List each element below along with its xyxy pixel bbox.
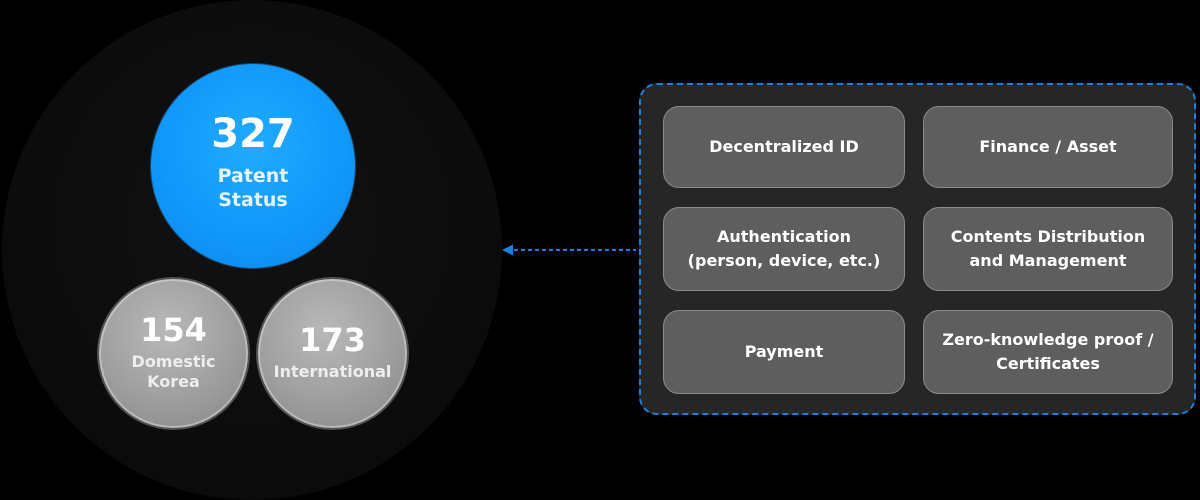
category-contents-distribution: Contents Distribution and Management [923,207,1173,291]
international-value: 173 [299,320,366,359]
domestic-value: 154 [140,310,207,349]
international-label: International [273,361,392,381]
patent-total-label: Patent Status [217,165,289,211]
patent-status-bubble: 327 Patent Status [151,64,355,268]
arrow-left-icon [502,244,513,256]
category-payment: Payment [663,310,905,394]
patent-total-value: 327 [211,111,295,157]
category-panel: Decentralized ID Finance / Asset Authent… [639,83,1196,415]
category-finance-asset: Finance / Asset [923,106,1173,188]
category-decentralized-id: Decentralized ID [663,106,905,188]
domestic-bubble: 154 Domestic Korea [99,279,248,428]
domestic-label: Domestic Korea [131,351,216,391]
category-authentication: Authentication (person, device, etc.) [663,207,905,291]
international-bubble: 173 International [258,279,407,428]
dashed-arrow-connector [502,244,636,256]
category-zero-knowledge-proof: Zero-knowledge proof / Certificates [923,310,1173,394]
category-grid: Decentralized ID Finance / Asset Authent… [663,106,1173,394]
